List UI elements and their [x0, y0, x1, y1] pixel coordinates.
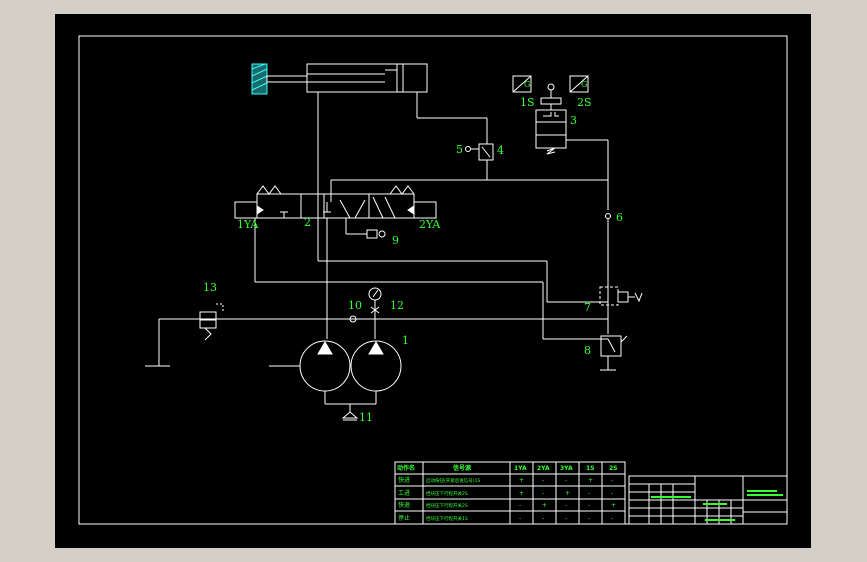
svg-text:启动按钮(夹紧后发信号)1S: 启动按钮(夹紧后发信号)1S [426, 477, 480, 484]
svg-text:挡块压下行程开关1S: 挡块压下行程开关1S [426, 515, 468, 522]
label-8: 8 [584, 344, 591, 357]
label-5: 5 [456, 143, 463, 156]
label-9: 9 [392, 234, 399, 247]
label-13: 13 [203, 281, 217, 294]
hydraulic-schematic: G G [78, 35, 788, 525]
svg-text:停止: 停止 [398, 514, 410, 522]
label-7: 7 [584, 301, 591, 314]
svg-text:-: - [611, 515, 613, 522]
limit-sensor-2s: G [569, 75, 589, 93]
svg-text:+: + [565, 490, 570, 497]
th-2s: 2S [609, 465, 618, 472]
svg-text:-: - [588, 515, 590, 522]
th-2ya: 2YA [537, 465, 550, 472]
label-10: 10 [348, 299, 362, 312]
svg-text:工进: 工进 [398, 489, 410, 497]
svg-text:-: - [519, 515, 521, 522]
th-1ya: 1YA [514, 465, 527, 472]
label-1ya: 1YA [237, 218, 259, 231]
th-3ya: 3YA [560, 465, 573, 472]
svg-text:+: + [519, 477, 524, 484]
table-row: 工进 挡块压下行程开关2S + - + - - [398, 489, 613, 497]
svg-text:-: - [565, 515, 567, 522]
label-3: 3 [570, 114, 577, 127]
throttle-valve-7 [599, 286, 643, 306]
th-action: 动作名 [397, 464, 415, 472]
svg-text:G: G [581, 80, 587, 89]
directional-valve [234, 185, 437, 219]
label-2: 2 [304, 216, 311, 229]
svg-text:G: G [524, 80, 530, 89]
label-2ya: 2YA [419, 218, 441, 231]
check-valve-6 [605, 213, 611, 219]
label-2s: 2S [577, 96, 592, 109]
check-valve-10 [349, 315, 357, 323]
sequence-valve-4 [465, 143, 494, 180]
relief-valve-8 [600, 335, 628, 371]
label-1: 1 [402, 334, 409, 347]
drawing-sheet: G G [55, 14, 811, 548]
svg-text:-: - [565, 502, 567, 509]
svg-text:+: + [542, 502, 547, 509]
th-source: 信号源 [453, 464, 471, 472]
svg-text:-: - [611, 490, 613, 497]
svg-text:-: - [542, 515, 544, 522]
th-1s: 1S [586, 465, 595, 472]
svg-text:-: - [611, 477, 613, 484]
svg-text:挡块压下行程开关2S: 挡块压下行程开关2S [426, 490, 468, 497]
table-row: 停止 挡块压下行程开关1S - - - - - [398, 514, 613, 522]
inner-border [78, 35, 788, 525]
label-1s: 1S [520, 96, 535, 109]
action-table: 动作名 信号源 1YA 2YA 3YA 1S 2S 快进 启动按钮(夹紧后发信号… [394, 461, 626, 525]
title-block [628, 475, 788, 525]
double-pump-1 [269, 340, 402, 421]
svg-text:+: + [611, 502, 616, 509]
svg-text:挡块压下行程开关2S: 挡块压下行程开关2S [426, 502, 468, 509]
svg-text:-: - [542, 490, 544, 497]
svg-text:-: - [519, 502, 521, 509]
table-row: 快退 挡块压下行程开关2S - + - - + [398, 501, 616, 509]
label-11: 11 [359, 411, 373, 424]
svg-text:-: - [565, 477, 567, 484]
label-12: 12 [390, 299, 404, 312]
limit-sensor-1s: G [512, 75, 532, 93]
label-6: 6 [616, 211, 623, 224]
svg-text:+: + [588, 477, 593, 484]
svg-text:快退: 快退 [398, 501, 410, 509]
svg-text:-: - [588, 490, 590, 497]
valve-9 [366, 229, 378, 239]
pressure-relay-3 [535, 83, 567, 155]
filter-13 [199, 303, 224, 341]
svg-text:+: + [519, 490, 524, 497]
pressure-gauge-12 [368, 287, 382, 319]
svg-text:快进: 快进 [398, 476, 410, 484]
hydraulic-cylinder [251, 63, 428, 95]
label-4: 4 [497, 144, 504, 157]
table-row: 快进 启动按钮(夹紧后发信号)1S + - - + - [398, 476, 613, 484]
svg-text:-: - [542, 477, 544, 484]
svg-text:-: - [588, 502, 590, 509]
